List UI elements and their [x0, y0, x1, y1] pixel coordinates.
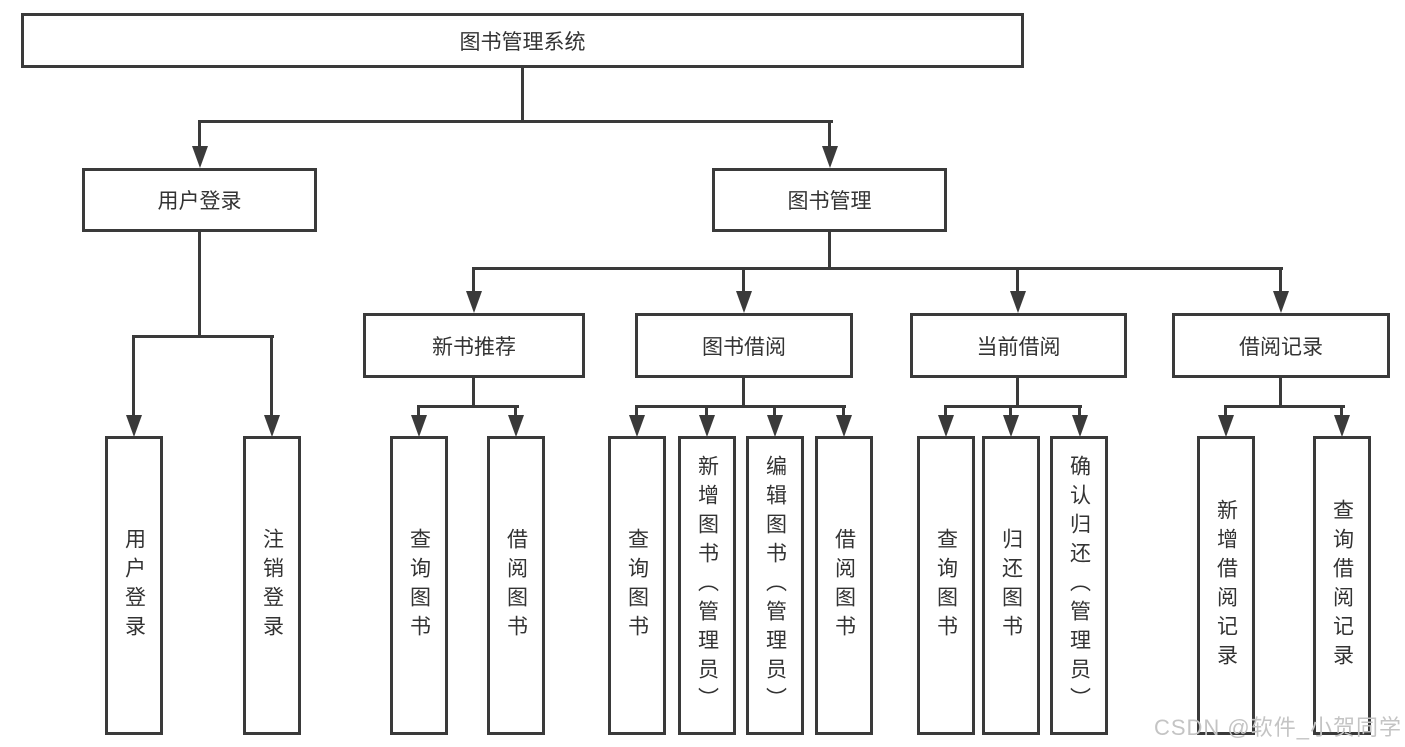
- connector-line: [521, 67, 524, 122]
- connector-line: [198, 120, 201, 148]
- connector-line: [842, 405, 845, 419]
- arrowhead-down-icon: [1273, 291, 1289, 313]
- leaf-label: 编辑图书（管理员）: [763, 455, 787, 716]
- arrowhead-down-icon: [1003, 415, 1019, 437]
- node-label: 用户登录: [157, 190, 242, 213]
- arrowhead-down-icon: [264, 415, 280, 437]
- arrowhead-down-icon: [767, 415, 783, 437]
- connector-line: [1078, 405, 1081, 419]
- node-label: 图书管理: [787, 190, 872, 213]
- node-current-borrowing: 当前借阅: [910, 313, 1127, 378]
- node-label: 当前借阅: [976, 335, 1061, 359]
- arrowhead-down-icon: [736, 291, 752, 313]
- connector-line: [1279, 267, 1282, 293]
- node-borrowing-records: 借阅记录: [1172, 313, 1390, 378]
- connector-line: [1279, 378, 1282, 408]
- connector-line: [514, 405, 517, 419]
- arrowhead-down-icon: [508, 415, 524, 437]
- connector-line: [635, 405, 846, 408]
- leaf-label: 确认归还（管理员）: [1067, 455, 1091, 716]
- arrowhead-down-icon: [466, 291, 482, 313]
- leaf-label: 注销登录: [260, 527, 284, 644]
- connector-line: [417, 405, 420, 419]
- node-book-borrowing: 图书借阅: [635, 313, 853, 378]
- node-new-book-recommend: 新书推荐: [363, 313, 585, 378]
- connector-line: [828, 232, 831, 270]
- arrowhead-down-icon: [1072, 415, 1088, 437]
- arrowhead-down-icon: [192, 146, 208, 168]
- leaf-label: 新增借阅记录: [1214, 498, 1238, 673]
- leaf-label: 借阅图书: [504, 527, 528, 644]
- leaf-return-books: 归还图书: [982, 436, 1040, 735]
- arrowhead-down-icon: [938, 415, 954, 437]
- node-library-management-system: 图书管理系统: [21, 13, 1024, 68]
- leaf-add-books-admin: 新增图书（管理员）: [678, 436, 736, 735]
- connector-line: [773, 405, 776, 419]
- leaf-query-books-2: 查询图书: [608, 436, 666, 735]
- leaf-label: 查询图书: [934, 527, 958, 644]
- node-user-login: 用户登录: [82, 168, 317, 232]
- leaf-borrow-books-2: 借阅图书: [815, 436, 873, 735]
- csdn-watermark: CSDN @软件_小贺同学: [1153, 715, 1402, 740]
- arrowhead-down-icon: [1218, 415, 1234, 437]
- connector-line: [472, 267, 1283, 270]
- leaf-label: 借阅图书: [832, 527, 856, 644]
- connector-line: [1340, 405, 1343, 419]
- node-label: 借阅记录: [1239, 335, 1323, 359]
- connector-line: [742, 267, 745, 293]
- arrowhead-down-icon: [699, 415, 715, 437]
- leaf-confirm-return-admin: 确认归还（管理员）: [1050, 436, 1108, 735]
- leaf-edit-books-admin: 编辑图书（管理员）: [746, 436, 804, 735]
- node-book-management: 图书管理: [712, 168, 947, 232]
- leaf-label: 查询图书: [407, 527, 431, 644]
- connector-line: [472, 378, 475, 408]
- node-label: 图书借阅: [702, 335, 786, 359]
- leaf-label: 新增图书（管理员）: [695, 455, 719, 716]
- node-label: 新书推荐: [432, 335, 516, 359]
- arrowhead-down-icon: [836, 415, 852, 437]
- arrowhead-down-icon: [822, 146, 838, 168]
- connector-line: [828, 120, 831, 148]
- connector-line: [1009, 405, 1012, 419]
- connector-line: [944, 405, 1082, 408]
- connector-line: [1016, 378, 1019, 408]
- leaf-user-login: 用户登录: [105, 436, 163, 735]
- connector-line: [132, 335, 135, 417]
- connector-line: [198, 232, 201, 338]
- leaf-query-borrow-record: 查询借阅记录: [1313, 436, 1371, 735]
- connector-line: [472, 267, 475, 293]
- connector-line: [742, 378, 745, 408]
- node-label: 图书管理系统: [459, 30, 586, 54]
- connector-line: [944, 405, 947, 419]
- arrowhead-down-icon: [1010, 291, 1026, 313]
- arrowhead-down-icon: [126, 415, 142, 437]
- connector-line: [417, 405, 519, 408]
- leaf-borrow-books-1: 借阅图书: [487, 436, 545, 735]
- leaf-label: 查询图书: [625, 527, 649, 644]
- leaf-logout: 注销登录: [243, 436, 301, 735]
- leaf-query-books-1: 查询图书: [390, 436, 448, 735]
- leaf-query-books-3: 查询图书: [917, 436, 975, 735]
- connector-line: [705, 405, 708, 419]
- arrowhead-down-icon: [1334, 415, 1350, 437]
- leaf-label: 查询借阅记录: [1330, 498, 1354, 673]
- connector-line: [1016, 267, 1019, 293]
- connector-line: [132, 335, 274, 338]
- connector-line: [198, 120, 833, 123]
- arrowhead-down-icon: [411, 415, 427, 437]
- leaf-label: 归还图书: [999, 527, 1023, 644]
- connector-line: [1224, 405, 1345, 408]
- connector-line: [1224, 405, 1227, 419]
- leaf-add-borrow-record: 新增借阅记录: [1197, 436, 1255, 735]
- arrowhead-down-icon: [629, 415, 645, 437]
- leaf-label: 用户登录: [122, 527, 146, 644]
- connector-line: [635, 405, 638, 419]
- connector-line: [270, 335, 273, 417]
